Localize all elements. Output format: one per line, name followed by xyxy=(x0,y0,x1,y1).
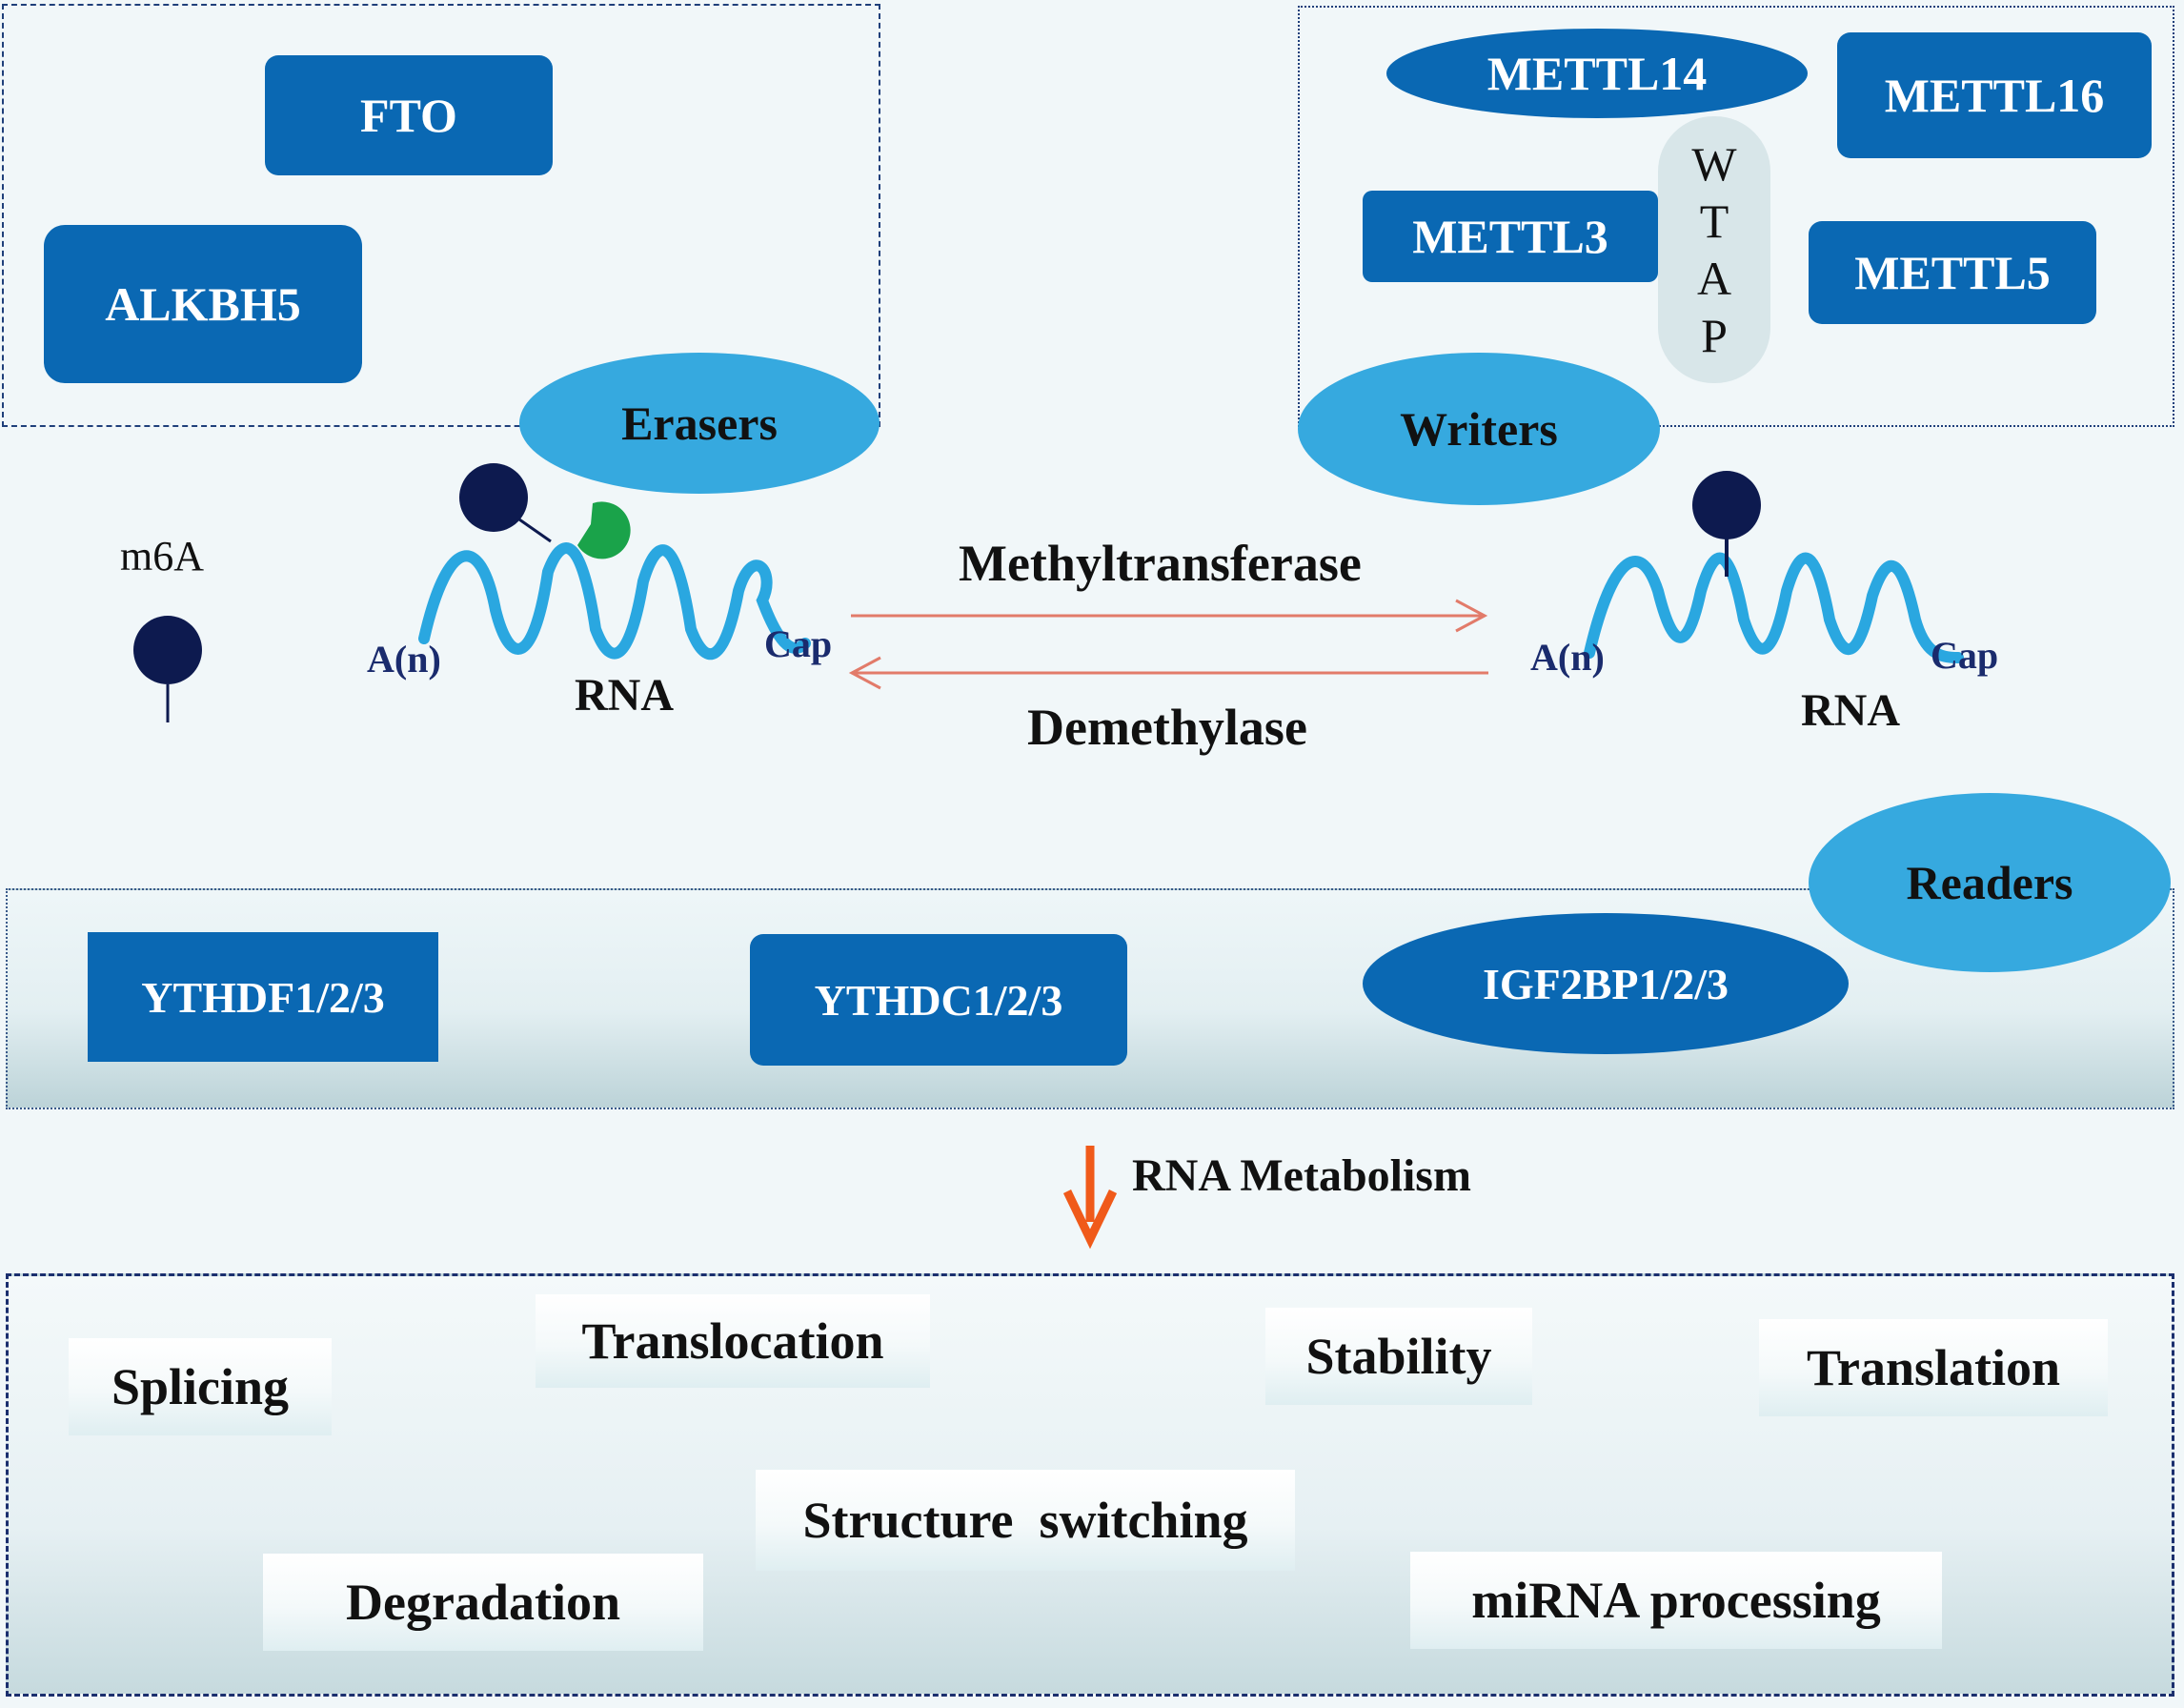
mettl5-protein: METTL5 xyxy=(1809,221,2096,324)
erasers-category-label: Erasers xyxy=(519,353,880,494)
igf2bp-protein: IGF2BP1/2/3 xyxy=(1363,913,1849,1054)
m6a-legend-label: m6A xyxy=(120,533,204,580)
rna-right-tail-label: A(n) xyxy=(1530,636,1605,679)
rna-strand-left xyxy=(418,542,811,661)
forward-arrow-head xyxy=(1455,599,1488,633)
rna-right-cap-label: Cap xyxy=(1931,634,1999,677)
mettl16-protein: METTL16 xyxy=(1837,32,2152,158)
wtap-letter-p: P xyxy=(1701,309,1728,362)
writers-panel xyxy=(1298,6,2174,427)
function-mirna-processing: miRNA processing xyxy=(1410,1552,1942,1649)
wtap-letter-a: A xyxy=(1696,252,1732,305)
wtap-protein: W T A P xyxy=(1658,116,1770,383)
wtap-letter-w: W xyxy=(1691,137,1737,191)
function-stability: Stability xyxy=(1265,1308,1532,1405)
m6a-dot-detached xyxy=(459,463,528,532)
rna-left-tail-label: A(n) xyxy=(367,638,441,681)
m6a-dot-attached xyxy=(1692,471,1761,539)
wtap-letter-t: T xyxy=(1699,194,1729,248)
m6a-legend-dot xyxy=(133,616,202,684)
function-splicing: Splicing xyxy=(69,1338,332,1435)
mettl3-protein: METTL3 xyxy=(1363,191,1658,282)
rna-metabolism-label: RNA Metabolism xyxy=(1132,1150,1471,1201)
ythdf-protein: YTHDF1/2/3 xyxy=(88,932,438,1062)
rna-right-label: RNA xyxy=(1801,685,1900,736)
erasers-panel xyxy=(2,4,880,427)
demethylase-enzyme-icon xyxy=(577,501,631,559)
methyltransferase-label: Methyltransferase xyxy=(959,535,1362,592)
rna-left-label: RNA xyxy=(575,670,674,721)
rna-left-cap-label: Cap xyxy=(764,622,833,665)
function-translation: Translation xyxy=(1759,1319,2108,1416)
m6a-stem-detached xyxy=(518,518,552,543)
function-structure-switching: Structure switching xyxy=(756,1470,1295,1571)
mettl14-protein: METTL14 xyxy=(1386,29,1808,118)
alkbh5-protein: ALKBH5 xyxy=(44,225,362,383)
fto-protein: FTO xyxy=(265,55,553,175)
rna-strand-right xyxy=(1584,552,1964,663)
function-translocation: Translocation xyxy=(536,1294,930,1388)
readers-category-label: Readers xyxy=(1809,793,2171,972)
writers-category-label: Writers xyxy=(1298,353,1660,505)
demethylase-label: Demethylase xyxy=(1027,699,1307,756)
reverse-arrow-head xyxy=(848,656,881,690)
ythdc-protein: YTHDC1/2/3 xyxy=(750,934,1127,1066)
function-degradation: Degradation xyxy=(263,1554,703,1651)
metabolism-arrow-head xyxy=(1062,1190,1118,1250)
